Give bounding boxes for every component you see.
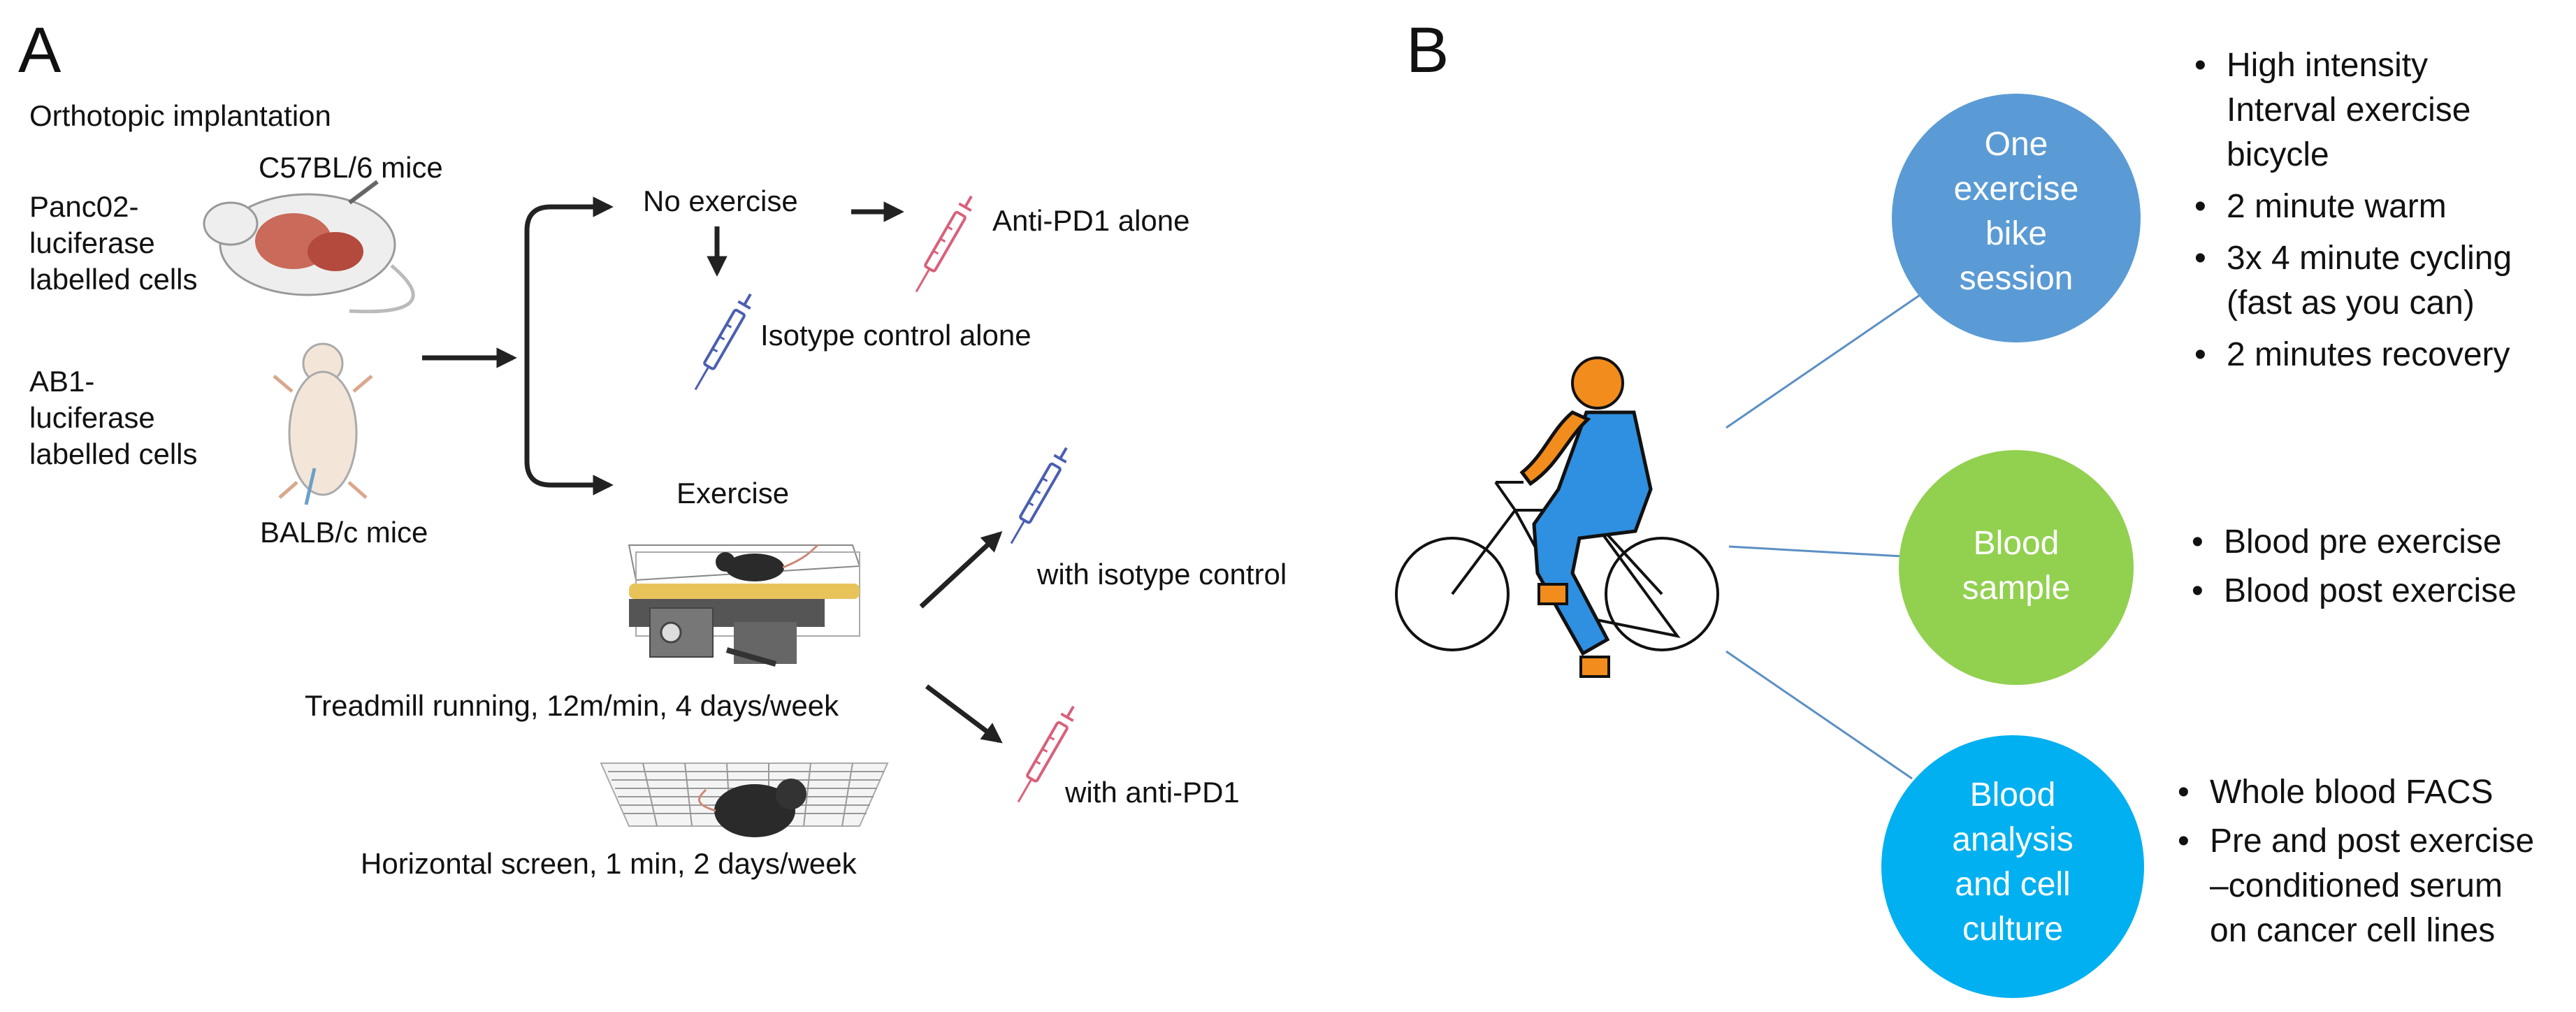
- circle-blood-sample: [1899, 450, 2134, 685]
- screen-illustration: [600, 762, 889, 837]
- strain-balbc-label: BALB/c mice: [260, 516, 428, 549]
- with-anti-pd1-label: with anti-PD1: [1065, 776, 1240, 809]
- anti-pd1-alone-label: Anti-PD1 alone: [992, 204, 1190, 237]
- syringe-icon-isotype-alone: [688, 289, 758, 395]
- ab1-line-1: AB1-: [29, 365, 95, 398]
- bullet-item: Blood pre exercise: [2192, 520, 2517, 565]
- panel-b-letter: B: [1406, 15, 1449, 86]
- bullet-continuation: –conditioned serum: [2210, 867, 2503, 904]
- screen-caption: Horizontal screen, 1 min, 2 days/week: [361, 847, 857, 880]
- treadmill-illustration: [628, 544, 861, 667]
- panc02-line-3: labelled cells: [29, 263, 198, 296]
- blood-sample-bullets: Blood pre exercise Blood post exercise: [2192, 520, 2517, 614]
- circle-blood-analysis-text: Blood analysis and cell culture: [1952, 776, 2074, 948]
- syringe-icon-with-anti-pd1: [1011, 701, 1081, 807]
- mouse-c57-illustration: [203, 180, 415, 314]
- panel-a-arrows: [422, 196, 1003, 744]
- ab1-line-3: labelled cells: [29, 438, 198, 470]
- circle-bike-session-text: One exercise bike session: [1953, 126, 2079, 297]
- bullet-item: 2 minute warm: [2194, 185, 2512, 229]
- bike-session-bullets: High intensity Interval exercise bicycle…: [2194, 43, 2512, 377]
- bullet-item: Blood post exercise: [2192, 569, 2517, 614]
- exercise-label: Exercise: [676, 477, 790, 509]
- bullet-item: 2 minutes recovery: [2194, 333, 2512, 377]
- no-exercise-label: No exercise: [643, 185, 798, 217]
- bullet-continuation: on cancer cell lines: [2210, 912, 2496, 949]
- panc02-line-1: Panc02-: [29, 190, 139, 223]
- syringe-icon-with-isotype: [1004, 442, 1074, 549]
- bullet-item: 3x 4 minute cycling: [2194, 236, 2512, 281]
- bullet-continuation: Interval exercise: [2227, 92, 2471, 129]
- mouse-balbc-illustration: [273, 342, 373, 505]
- bullet-item: Pre and post exercise: [2178, 819, 2534, 864]
- cyclist-icon: [1395, 356, 1719, 678]
- bullet-item: High intensity: [2194, 43, 2512, 88]
- isotype-alone-label: Isotype control alone: [760, 319, 1032, 352]
- ab1-line-2: luciferase: [29, 401, 155, 434]
- strain-c57-label: C57BL/6 mice: [259, 151, 443, 184]
- bullet-item: Whole blood FACS: [2178, 770, 2534, 815]
- bullet-continuation: (fast as you can): [2227, 284, 2475, 321]
- bullet-continuation: bicycle: [2227, 136, 2329, 173]
- circle-blood-sample-text: Blood sample: [1962, 525, 2071, 607]
- panel-a-letter: A: [18, 15, 61, 86]
- connector-lines: [1725, 287, 1931, 780]
- panc02-line-2: luciferase: [29, 226, 155, 259]
- circle-bike-session: [1892, 94, 2141, 342]
- with-isotype-label: with isotype control: [1037, 558, 1287, 591]
- treadmill-caption: Treadmill running, 12m/min, 4 days/week: [305, 689, 839, 722]
- circle-blood-analysis: [1881, 735, 2144, 998]
- blood-analysis-bullets: Whole blood FACS Pre and post exercise –…: [2178, 770, 2534, 953]
- syringe-icon-anti-pd1-alone: [909, 191, 979, 297]
- implantation-heading: Orthotopic implantation: [29, 99, 331, 132]
